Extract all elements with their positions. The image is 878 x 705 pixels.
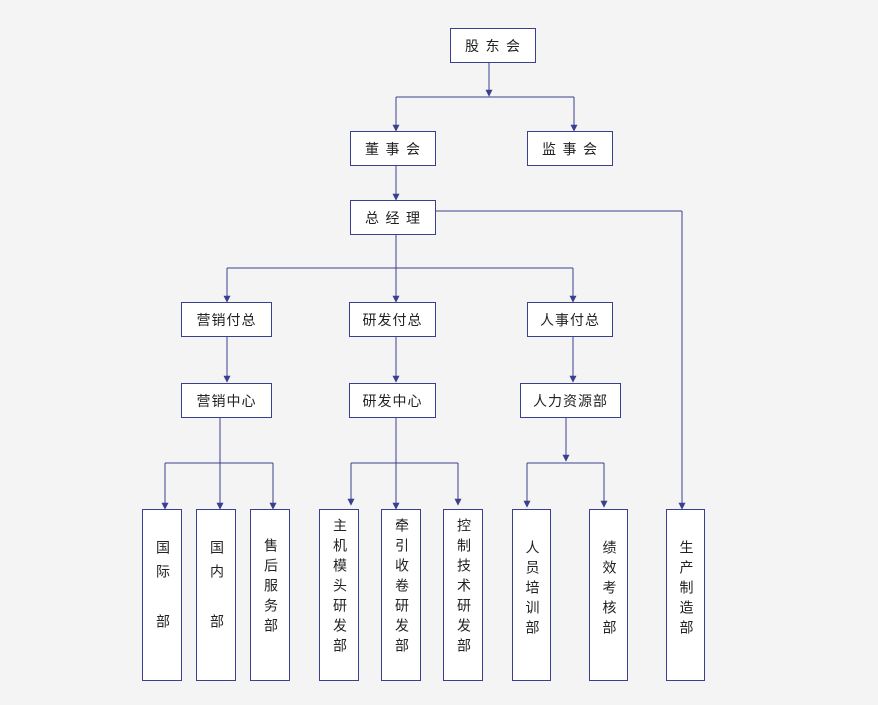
node-shareholders: 股 东 会 [450,28,536,63]
node-marketing-center: 营销中心 [181,383,272,418]
node-after-sales-dept: 售后服务部 [250,509,290,681]
node-performance-dept: 绩效考核部 [589,509,628,681]
node-international-dept: 国际 部 [142,509,182,681]
node-vp-marketing: 营销付总 [181,302,272,337]
node-general-manager: 总 经 理 [350,200,436,235]
node-host-module-rd: 主机模头研发部 [319,509,359,681]
node-hr-dept: 人力资源部 [520,383,621,418]
node-traction-rd: 牵引收卷研发部 [381,509,421,681]
node-vp-rd: 研发付总 [349,302,436,337]
node-manufacturing-dept: 生产制造部 [666,509,705,681]
node-domestic-dept: 国内 部 [196,509,236,681]
node-training-dept: 人员培训部 [512,509,551,681]
node-supervisors: 监 事 会 [527,131,613,166]
node-vp-hr: 人事付总 [527,302,613,337]
node-board: 董 事 会 [350,131,436,166]
node-rd-center: 研发中心 [349,383,436,418]
node-control-rd: 控制技术研发部 [443,509,483,681]
